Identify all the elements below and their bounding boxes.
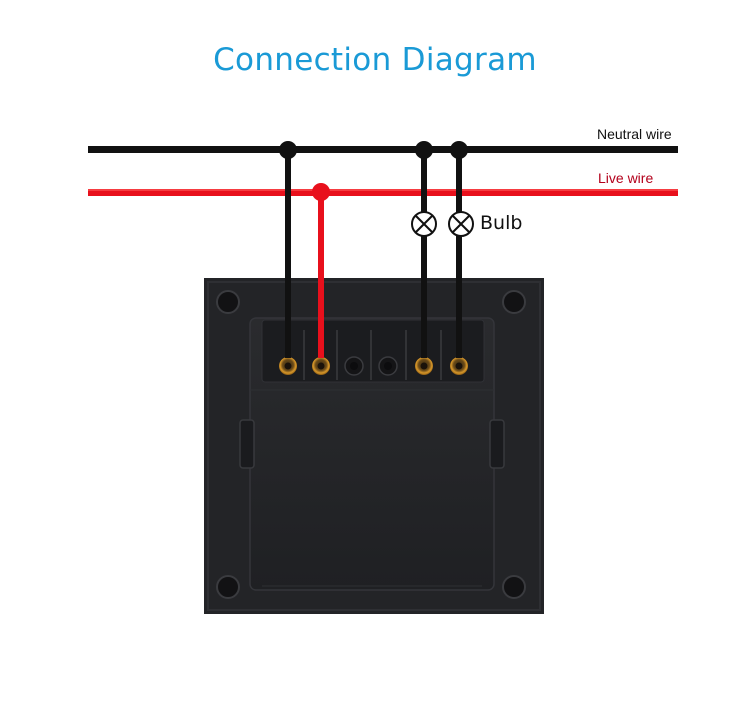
screw-hole-top-left	[216, 290, 240, 314]
terminal-n	[279, 357, 297, 375]
neutral-wire-label: Neutral wire	[597, 126, 672, 142]
screw-hole-bottom-left	[216, 575, 240, 599]
terminal-empty-2	[378, 356, 398, 376]
screw-hole-bottom-right	[502, 575, 526, 599]
terminal-l	[312, 357, 330, 375]
junction-neutral-bulb2	[450, 141, 468, 159]
junction-neutral-bulb1	[415, 141, 433, 159]
terminal-l1	[415, 357, 433, 375]
bulb-1	[411, 211, 437, 237]
bulb-label: Bulb	[480, 212, 523, 234]
junction-neutral-n	[279, 141, 297, 159]
live-wire	[88, 189, 678, 196]
terminal-empty-1	[344, 356, 364, 376]
screw-hole-top-right	[502, 290, 526, 314]
bulb-2	[448, 211, 474, 237]
clip-left	[239, 419, 255, 469]
switch-body	[204, 278, 544, 614]
clip-right	[489, 419, 505, 469]
diagram-title: Connection Diagram	[213, 42, 537, 78]
neutral-wire	[88, 146, 678, 153]
terminal-block	[261, 319, 485, 383]
junction-live-l	[312, 183, 330, 201]
terminal-l2	[450, 357, 468, 375]
live-wire-label: Live wire	[598, 170, 654, 186]
